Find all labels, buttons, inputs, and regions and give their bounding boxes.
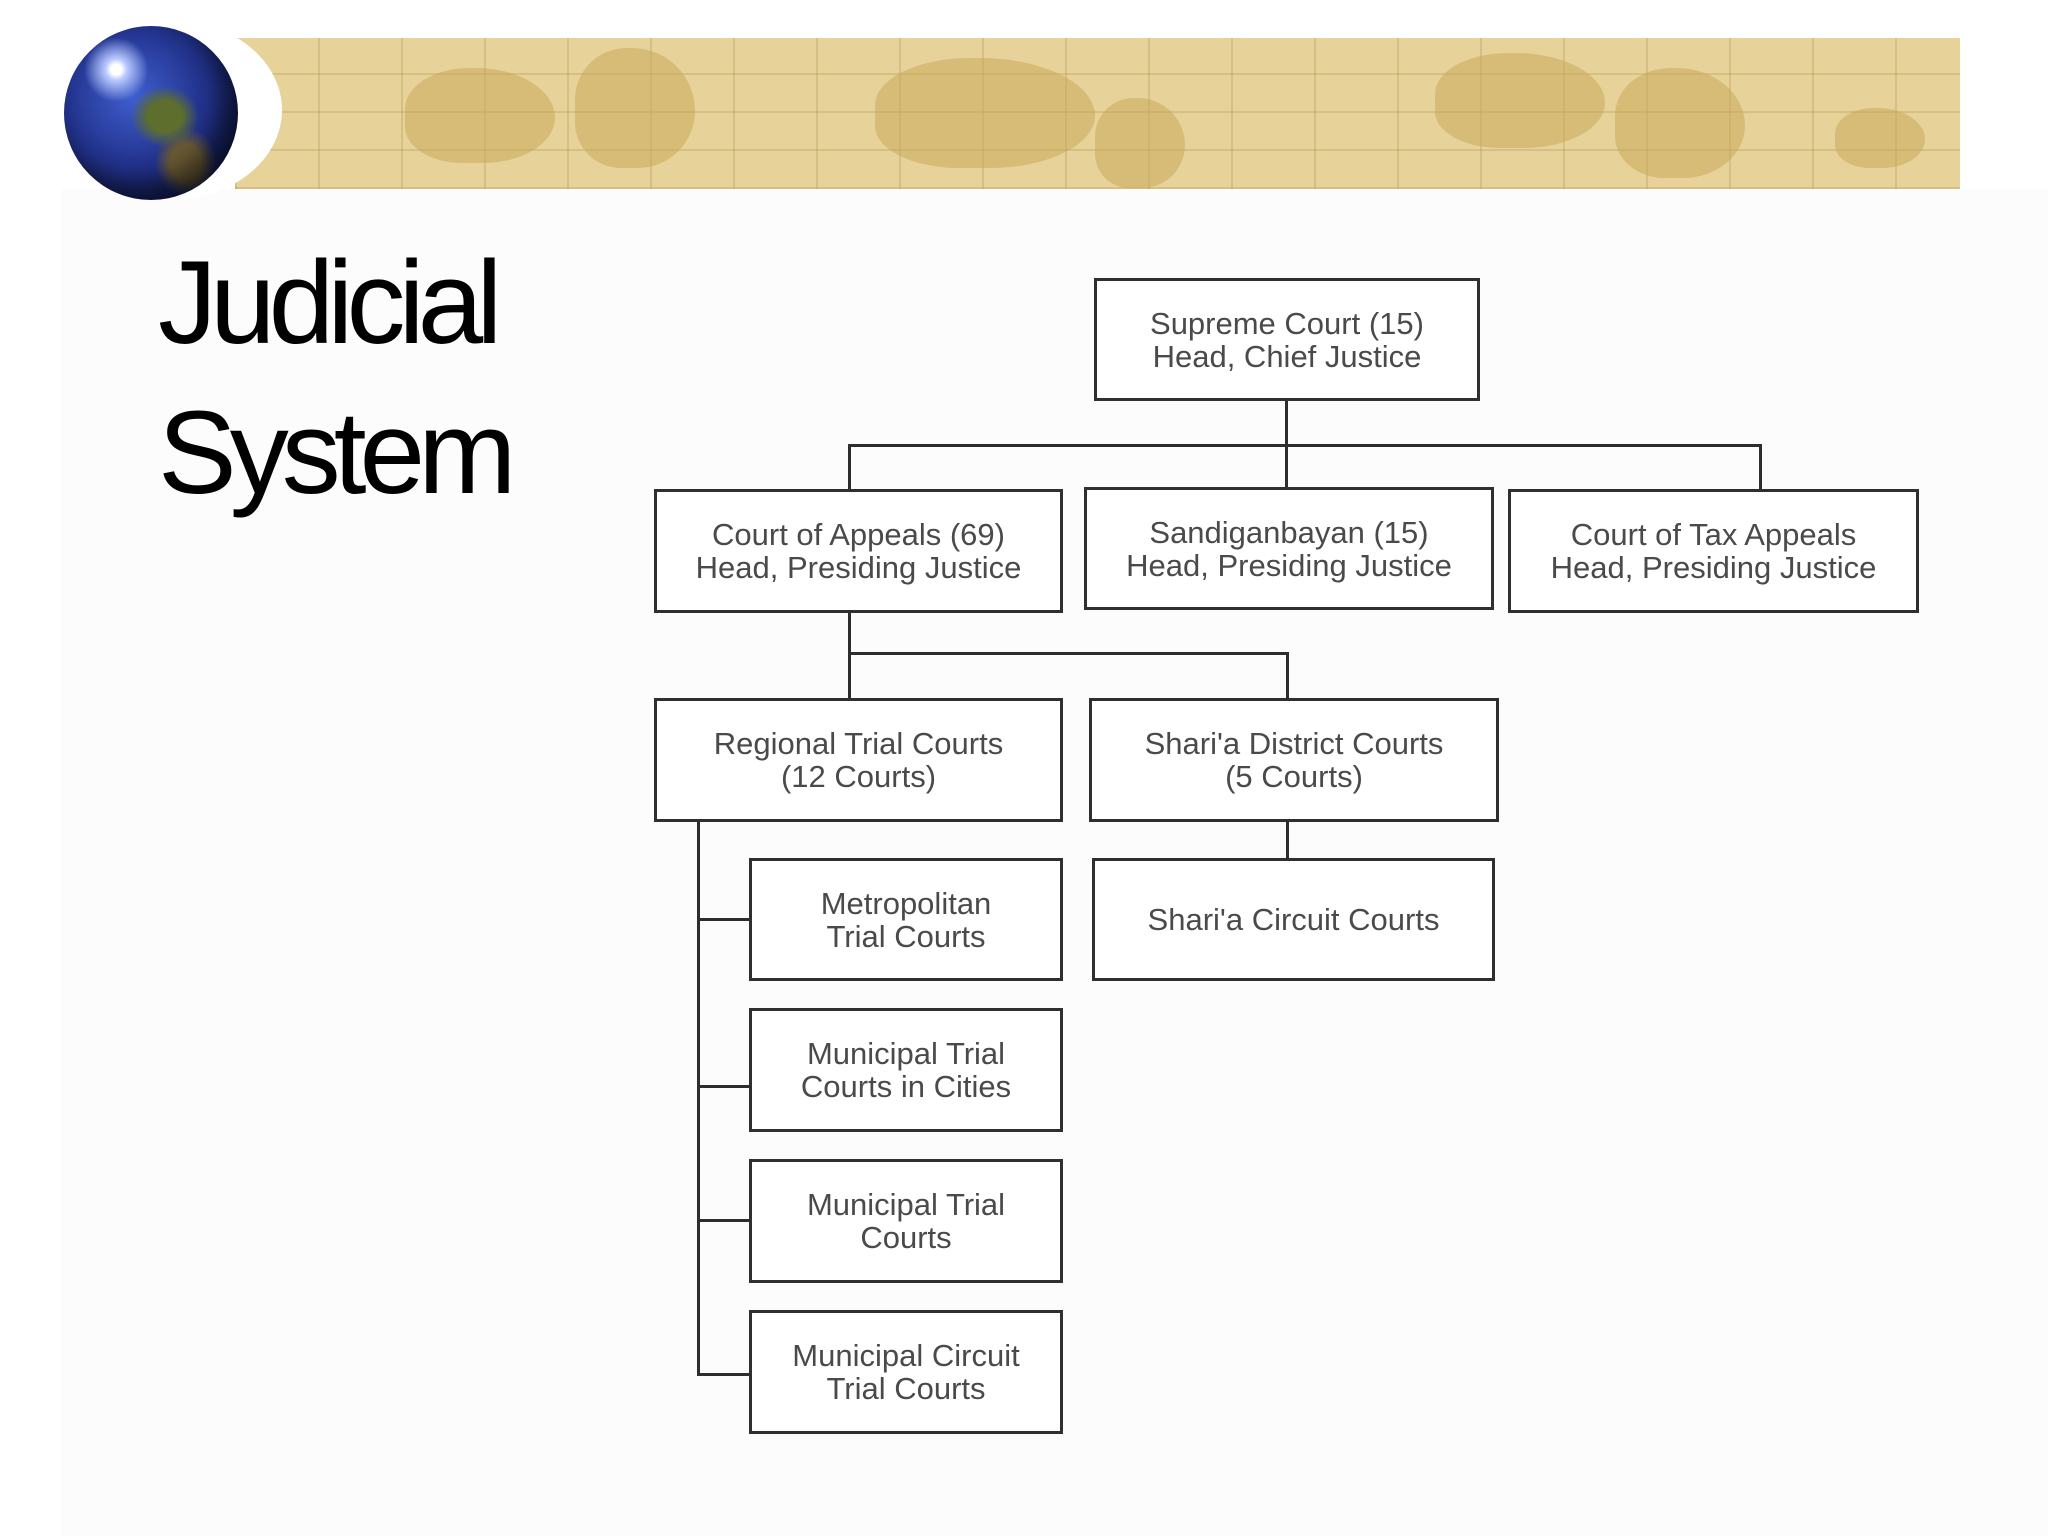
node-line: (5 Courts)	[1225, 759, 1363, 794]
connector-to-court-of-tax-appeals	[1759, 444, 1762, 492]
node-line: Courts	[860, 1220, 952, 1255]
node-line: Municipal Trial	[806, 1187, 1006, 1222]
connector-to-court-of-appeals	[848, 444, 851, 492]
node-court-of-tax-appeals: Court of Tax Appeals Head, Presiding Jus…	[1508, 489, 1919, 613]
connector-to-mctc	[697, 1373, 752, 1376]
connector-to-sharia-district	[1286, 652, 1289, 701]
node-municipal-trial-courts-in-cities: Municipal Trial Courts in Cities	[749, 1008, 1063, 1132]
node-sharia-circuit-courts: Shari'a Circuit Courts	[1092, 858, 1495, 981]
slide-title: Judicial System	[158, 228, 516, 528]
node-line: Courts in Cities	[800, 1069, 1012, 1104]
node-line: Supreme Court (15)	[1150, 305, 1424, 341]
connector-tier1-bar	[848, 444, 1762, 447]
node-line: (12 Courts)	[780, 759, 937, 794]
connector-to-mtc	[697, 1219, 752, 1222]
connector-rtc-trunk	[697, 820, 700, 1376]
connector-tier2-bar	[848, 652, 1289, 655]
connector-to-sharia-circuit	[1286, 820, 1289, 860]
slide-title-line-1: Judicial	[158, 237, 503, 369]
connector-to-sandiganbayan	[1285, 444, 1288, 490]
node-line: Metropolitan	[820, 885, 992, 921]
node-municipal-circuit-trial-courts: Municipal Circuit Trial Courts	[749, 1310, 1063, 1434]
node-regional-trial-courts: Regional Trial Courts (12 Courts)	[654, 698, 1063, 822]
node-sandiganbayan: Sandiganbayan (15) Head, Presiding Justi…	[1084, 487, 1494, 610]
slide-title-line-2: System	[158, 387, 516, 519]
node-line: Sandiganbayan (15)	[1149, 514, 1429, 550]
node-line: Shari'a District Courts	[1144, 726, 1444, 761]
node-line: Head, Presiding Justice	[1126, 547, 1452, 583]
node-line: Court of Tax Appeals	[1570, 517, 1857, 552]
node-municipal-trial-courts: Municipal Trial Courts	[749, 1159, 1063, 1283]
world-map-banner	[235, 38, 1960, 189]
node-line: Regional Trial Courts	[713, 726, 1004, 761]
connector-to-mtc-cities	[697, 1085, 752, 1088]
connector-supreme-down	[1285, 400, 1288, 446]
connector-to-metropolitan	[697, 918, 752, 921]
node-line: Head, Chief Justice	[1152, 338, 1422, 374]
globe-icon	[64, 26, 238, 200]
node-line: Shari'a Circuit Courts	[1147, 902, 1440, 937]
node-line: Municipal Circuit	[792, 1338, 1020, 1373]
node-line: Head, Presiding Justice	[695, 550, 1022, 585]
node-metropolitan-trial-courts: Metropolitan Trial Courts	[749, 858, 1063, 981]
node-line: Trial Courts	[826, 918, 986, 954]
node-line: Municipal Trial	[806, 1036, 1006, 1071]
node-line: Trial Courts	[826, 1371, 986, 1406]
node-line: Head, Presiding Justice	[1550, 550, 1877, 585]
node-sharia-district-courts: Shari'a District Courts (5 Courts)	[1089, 698, 1499, 822]
connector-appeals-down	[848, 610, 851, 700]
node-court-of-appeals: Court of Appeals (69) Head, Presiding Ju…	[654, 489, 1063, 613]
node-line: Court of Appeals (69)	[712, 517, 1005, 552]
node-supreme-court: Supreme Court (15) Head, Chief Justice	[1094, 278, 1480, 401]
